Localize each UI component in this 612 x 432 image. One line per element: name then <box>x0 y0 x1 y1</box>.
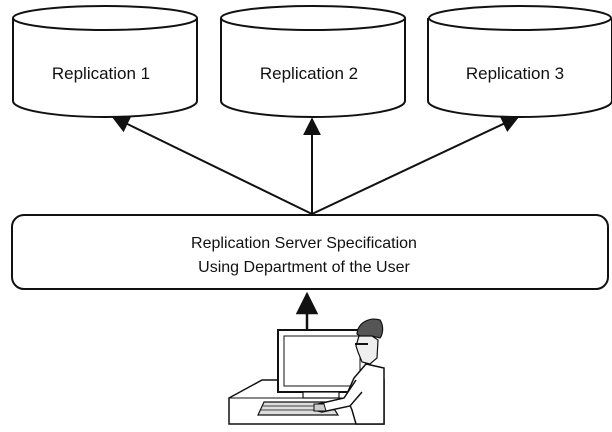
database-replication-3: Replication 3 <box>427 5 612 118</box>
database-replication-1: Replication 1 <box>12 5 198 118</box>
monitor-stand <box>302 391 340 399</box>
person-torso <box>345 363 385 425</box>
person-hand <box>313 403 327 412</box>
database-replication-2: Replication 2 <box>220 5 406 118</box>
database-2-body <box>220 18 406 118</box>
monitor-screen <box>283 335 361 387</box>
database-1-label: Replication 1 <box>52 64 150 83</box>
replication-server-line-1: Replication Server Specification <box>191 235 417 252</box>
database-1-body <box>12 18 198 118</box>
person-hair <box>356 318 384 341</box>
database-3-label: Replication 3 <box>466 64 564 83</box>
user-at-computer-icon <box>228 318 385 425</box>
replication-server-box: Replication Server Specification Using D… <box>11 214 609 290</box>
replication-server-line-2: Using Department of the User <box>198 259 410 276</box>
replication-server-frame <box>11 214 609 290</box>
database-1-top <box>12 5 198 31</box>
arrow-to-replication-1 <box>111 116 313 215</box>
database-3-body <box>427 18 612 118</box>
arrow-to-replication-3 <box>311 115 520 215</box>
database-3-top <box>428 5 612 31</box>
database-2-top <box>220 5 406 31</box>
database-2-label: Replication 2 <box>260 64 358 83</box>
